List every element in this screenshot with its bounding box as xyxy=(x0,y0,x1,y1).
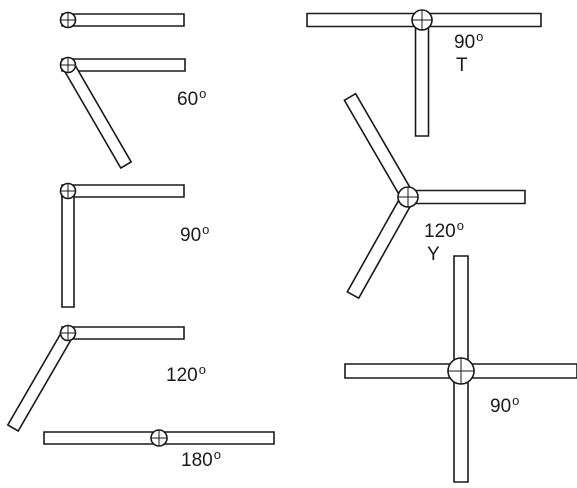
pivot-icon xyxy=(447,357,475,385)
single-bar xyxy=(61,13,185,27)
pivot-icon xyxy=(59,182,77,200)
bar-90-vertical xyxy=(61,190,75,308)
bar-60-horizontal xyxy=(61,58,186,72)
bar-y-lower xyxy=(346,192,415,300)
label-x-90-value: 90 xyxy=(490,396,512,417)
bar-y-upper xyxy=(343,92,415,202)
pivot-icon xyxy=(397,186,419,208)
degree-mark: o xyxy=(202,222,210,237)
degree-mark: o xyxy=(476,29,484,44)
pivot-icon xyxy=(150,429,168,447)
label-60-degrees: 60o xyxy=(177,87,206,110)
bar-60-angled xyxy=(61,60,133,170)
bar-t-vertical xyxy=(414,19,430,137)
label-x-joint-90: 90o xyxy=(490,394,519,417)
degree-mark: o xyxy=(512,393,520,408)
bar-90-horizontal xyxy=(61,184,185,198)
pivot-icon xyxy=(411,9,433,31)
degree-mark: o xyxy=(199,86,207,101)
label-120-value: 120 xyxy=(166,365,198,386)
label-t-letter: T xyxy=(456,55,468,76)
label-60-value: 60 xyxy=(177,89,199,110)
label-180-degrees: 180o xyxy=(181,448,221,471)
bar-120-horizontal xyxy=(61,326,185,340)
pivot-icon xyxy=(59,11,77,29)
label-y-joint-120: 120o xyxy=(424,219,464,242)
degree-mark: o xyxy=(456,218,464,233)
pivot-icon xyxy=(59,324,77,342)
label-y-letter: Y xyxy=(427,244,440,265)
pivot-icon xyxy=(59,56,77,74)
label-90-value: 90 xyxy=(180,225,202,246)
degree-mark: o xyxy=(198,362,206,377)
label-y-120-value: 120 xyxy=(424,221,456,242)
degree-mark: o xyxy=(213,447,221,462)
label-120-degrees: 120o xyxy=(166,363,206,386)
label-90-degrees: 90o xyxy=(180,223,209,246)
bar-y-right xyxy=(407,189,526,205)
label-t-90-value: 90 xyxy=(454,32,476,53)
bar-120-angled xyxy=(6,328,75,433)
label-180-value: 180 xyxy=(181,450,213,471)
label-t-joint-90: 90o xyxy=(454,30,483,53)
